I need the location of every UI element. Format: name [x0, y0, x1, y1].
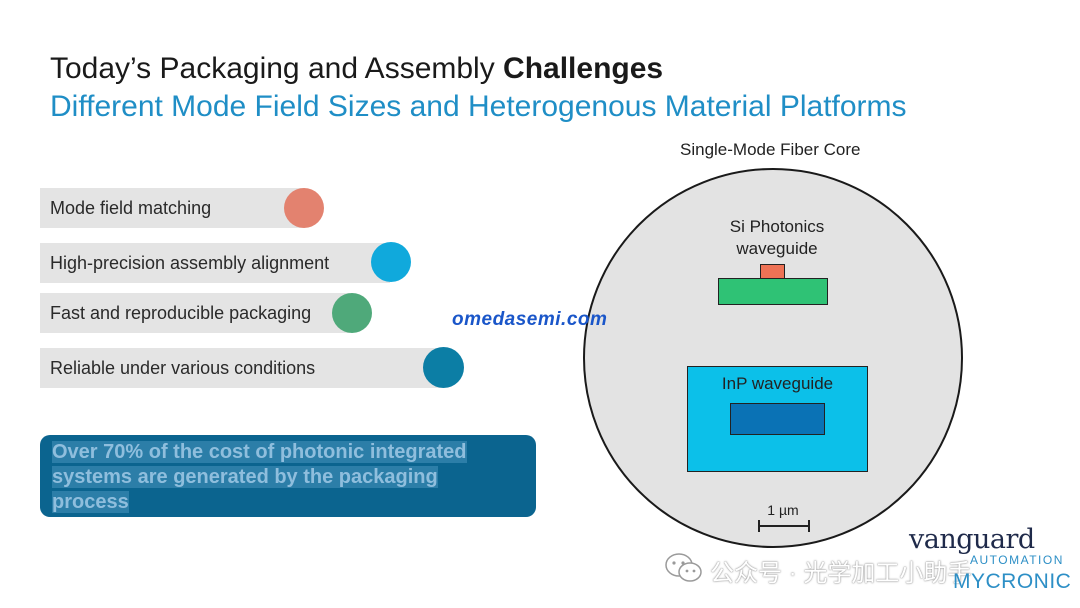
inp-waveguide-core [730, 403, 825, 435]
challenge-dot-green [332, 293, 372, 333]
challenge-dot-teal [423, 347, 464, 388]
inp-waveguide-label: InP waveguide [721, 374, 834, 393]
callout-line-2: systems are generated by the packaging [52, 466, 438, 488]
si-label-line-1: Si Photonics [729, 217, 825, 236]
logo-vanguard: vanguard [909, 524, 1035, 555]
callout-line-1: Over 70% of the cost of photonic integra… [52, 441, 467, 463]
fiber-core-circle [583, 168, 963, 548]
logo-automation: AUTOMATION [970, 553, 1064, 567]
fiber-core-label: Single-Mode Fiber Core [680, 140, 861, 159]
scale-bar-label: 1 µm [767, 502, 799, 518]
challenge-dot-salmon [284, 188, 324, 228]
wechat-watermark: 公众号 · 光学加工小助手 [710, 560, 972, 587]
slide-title-prefix: Today’s Packaging and Assembly [50, 52, 504, 85]
challenge-label: High-precision assembly alignment [50, 253, 330, 273]
si-waveguide-slab [718, 278, 828, 305]
site-watermark: omedasemi.com [452, 309, 608, 330]
challenge-bar-packaging: Fast and reproducible packaging [40, 293, 350, 333]
si-label-line-2: waveguide [736, 239, 818, 258]
challenge-bar-mode-field: Mode field matching [40, 188, 305, 228]
slide-title-bold: Challenges [503, 52, 664, 85]
cost-callout-text: Over 70% of the cost of photonic integra… [52, 440, 522, 515]
slide-title: Today’s Packaging and Assembly Challenge… [50, 52, 663, 86]
si-waveguide-core [760, 264, 785, 279]
challenge-label: Reliable under various conditions [50, 358, 316, 378]
callout-line-3: process [52, 491, 129, 513]
challenge-dot-cyan [371, 242, 411, 282]
slide-subtitle: Different Mode Field Sizes and Heterogen… [50, 90, 907, 123]
si-photonics-label: Si Photonics waveguide [717, 216, 837, 260]
logo-mycronic: MYCRONIC [953, 570, 1072, 593]
challenge-bar-alignment: High-precision assembly alignment [40, 243, 390, 283]
scale-bar [758, 520, 810, 532]
challenge-bar-reliable: Reliable under various conditions [40, 348, 443, 388]
challenge-label: Mode field matching [50, 198, 212, 218]
challenge-label: Fast and reproducible packaging [50, 303, 312, 323]
wechat-icon [665, 553, 702, 582]
